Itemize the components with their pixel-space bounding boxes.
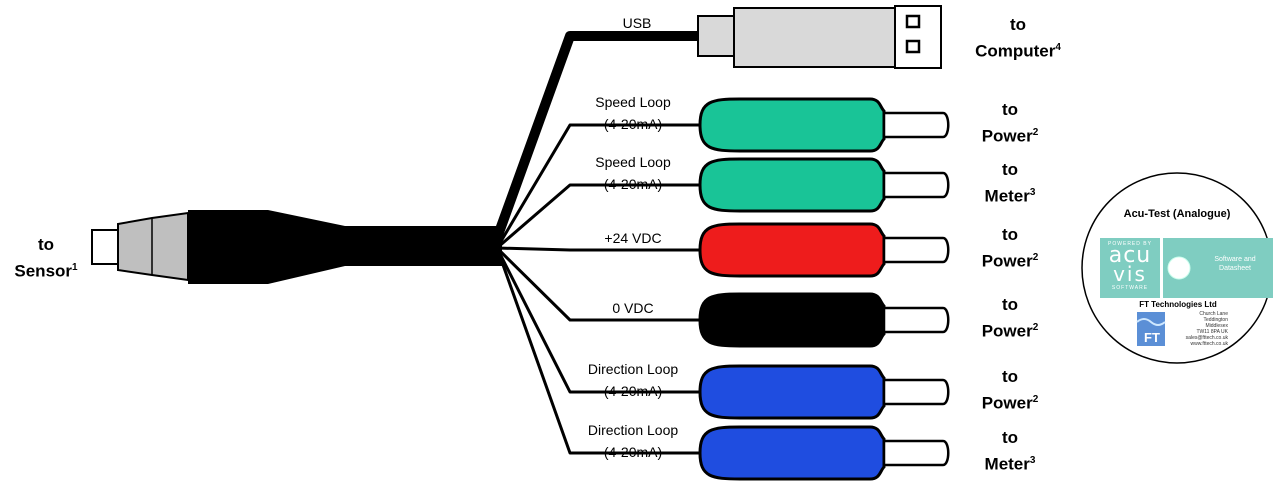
sensor-connector [91,210,345,284]
sensor-footnote: 1 [72,262,78,273]
cable-wire [495,246,700,322]
cable-label-line2: (4-20mA) [603,116,663,132]
destination-footnote: 2 [1032,127,1039,138]
destination-name: Power [981,126,1033,146]
cable-label-line1: Direction Loop [587,361,679,377]
cable-label-line1: 0 VDC [612,300,654,316]
cable-wire [495,123,700,249]
destination-footnote: 2 [1032,322,1039,333]
cable-wire [496,183,700,250]
cd-brand-top: acu [1108,243,1152,268]
plug-body [698,222,886,278]
cd-title: Acu-Test (Analogue) [1123,208,1231,220]
acuvis-panel [1100,238,1160,298]
usb-plug [697,5,942,69]
plug-pin [882,171,950,199]
banana-plug [698,157,950,213]
destination-name: Power [981,251,1033,271]
sensor-label: to Sensor1 [6,233,86,283]
cable-label: 0 VDC [568,300,698,317]
software-cd [1081,172,1273,364]
usb-cable [492,31,700,240]
plug-pin [882,111,950,139]
cable-wire [495,247,700,394]
destination-to: to [1001,225,1019,244]
computer-footnote: 4 [1055,42,1061,53]
cable-label-line2: (4-20mA) [603,176,663,192]
destination-to: to [1001,160,1019,179]
destination-name: Power [981,393,1033,413]
cable-label: Speed Loop (4-20mA) [568,154,698,193]
banana-plug [698,292,950,348]
sensor-to: to [37,235,55,254]
plug-pin [882,378,950,406]
plug-pin [882,439,950,467]
main-cable [342,226,502,266]
banana-plug [698,425,950,481]
plug-body [698,364,886,420]
destination-to: to [1001,428,1019,447]
destination-footnote: 3 [1029,455,1036,466]
plug-body [698,97,886,153]
plug-body [698,425,886,481]
destination-name: Power [981,321,1033,341]
plug-body [698,292,886,348]
destination-name: Meter [984,186,1030,206]
cable-label-line2: (4-20mA) [603,444,663,460]
cable-label: Direction Loop (4-20mA) [568,361,698,400]
cable-label-line2: (4-20mA) [603,383,663,399]
banana-plug [698,364,950,420]
destination-to: to [1001,100,1019,119]
cable-wire [496,246,700,252]
cable-label-line1: Speed Loop [595,154,671,170]
plug-body [698,157,886,213]
destination-to: to [1001,367,1019,386]
cable-label: Direction Loop (4-20mA) [568,422,698,461]
computer-destination: to Computer4 [963,13,1073,63]
cable-label: +24 VDC [568,230,698,247]
cable-label: Speed Loop (4-20mA) [568,94,698,133]
destination-to: to [1001,295,1019,314]
cable-label-line1: Speed Loop [595,94,671,110]
cable-label-line1: Direction Loop [587,422,679,438]
plug-pin [882,306,950,334]
destination-footnote: 2 [1032,252,1039,263]
banana-plug [698,222,950,278]
cd-company: FT Technologies Ltd [1139,300,1217,309]
computer-name: Computer [975,41,1056,61]
destination-name: Meter [984,454,1030,474]
cd-software-small: SOFTWARE [1111,285,1149,291]
cd-logo-text: FT [1144,330,1160,345]
cd-brand-bottom: vis [1113,262,1147,286]
sensor-name: Sensor [14,261,73,281]
cable-label-line1: +24 VDC [604,230,662,246]
cd-address: Church Lane Teddington Middlesex TW11 8P… [1185,311,1228,347]
destination-footnote: 3 [1029,187,1036,198]
cable-wire [495,247,700,455]
computer-to: to [1009,15,1027,34]
plug-pin [882,236,950,264]
cd-powered-by: POWERED BY [1108,241,1152,247]
banana-plug [698,97,950,153]
ft-logo [1137,312,1165,346]
usb-label: USB [622,15,652,31]
destination-footnote: 2 [1032,394,1039,405]
cd-software-label: Software and Datasheet [1214,256,1256,272]
